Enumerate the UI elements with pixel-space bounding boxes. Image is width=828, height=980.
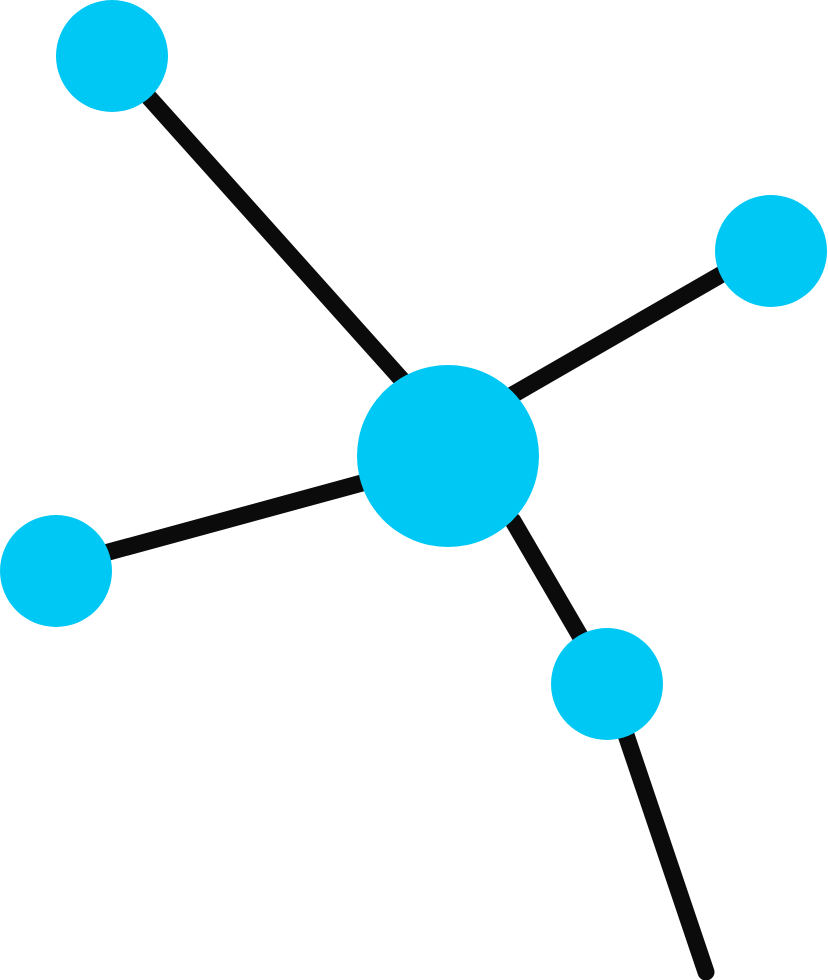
atom-node-top-left <box>56 0 168 112</box>
bonds-layer <box>96 84 738 980</box>
nodes-layer <box>0 0 827 740</box>
atom-node-left <box>0 515 112 627</box>
bond-center-left <box>96 474 371 562</box>
atom-node-right <box>715 195 827 307</box>
atom-node-bottom <box>551 628 663 740</box>
bond-center-bottom <box>504 512 592 650</box>
bond-center-top-left <box>136 84 412 390</box>
atom-node-center <box>357 365 539 547</box>
bond-center-right <box>486 261 738 414</box>
bond-bottom-tail <box>615 720 715 980</box>
